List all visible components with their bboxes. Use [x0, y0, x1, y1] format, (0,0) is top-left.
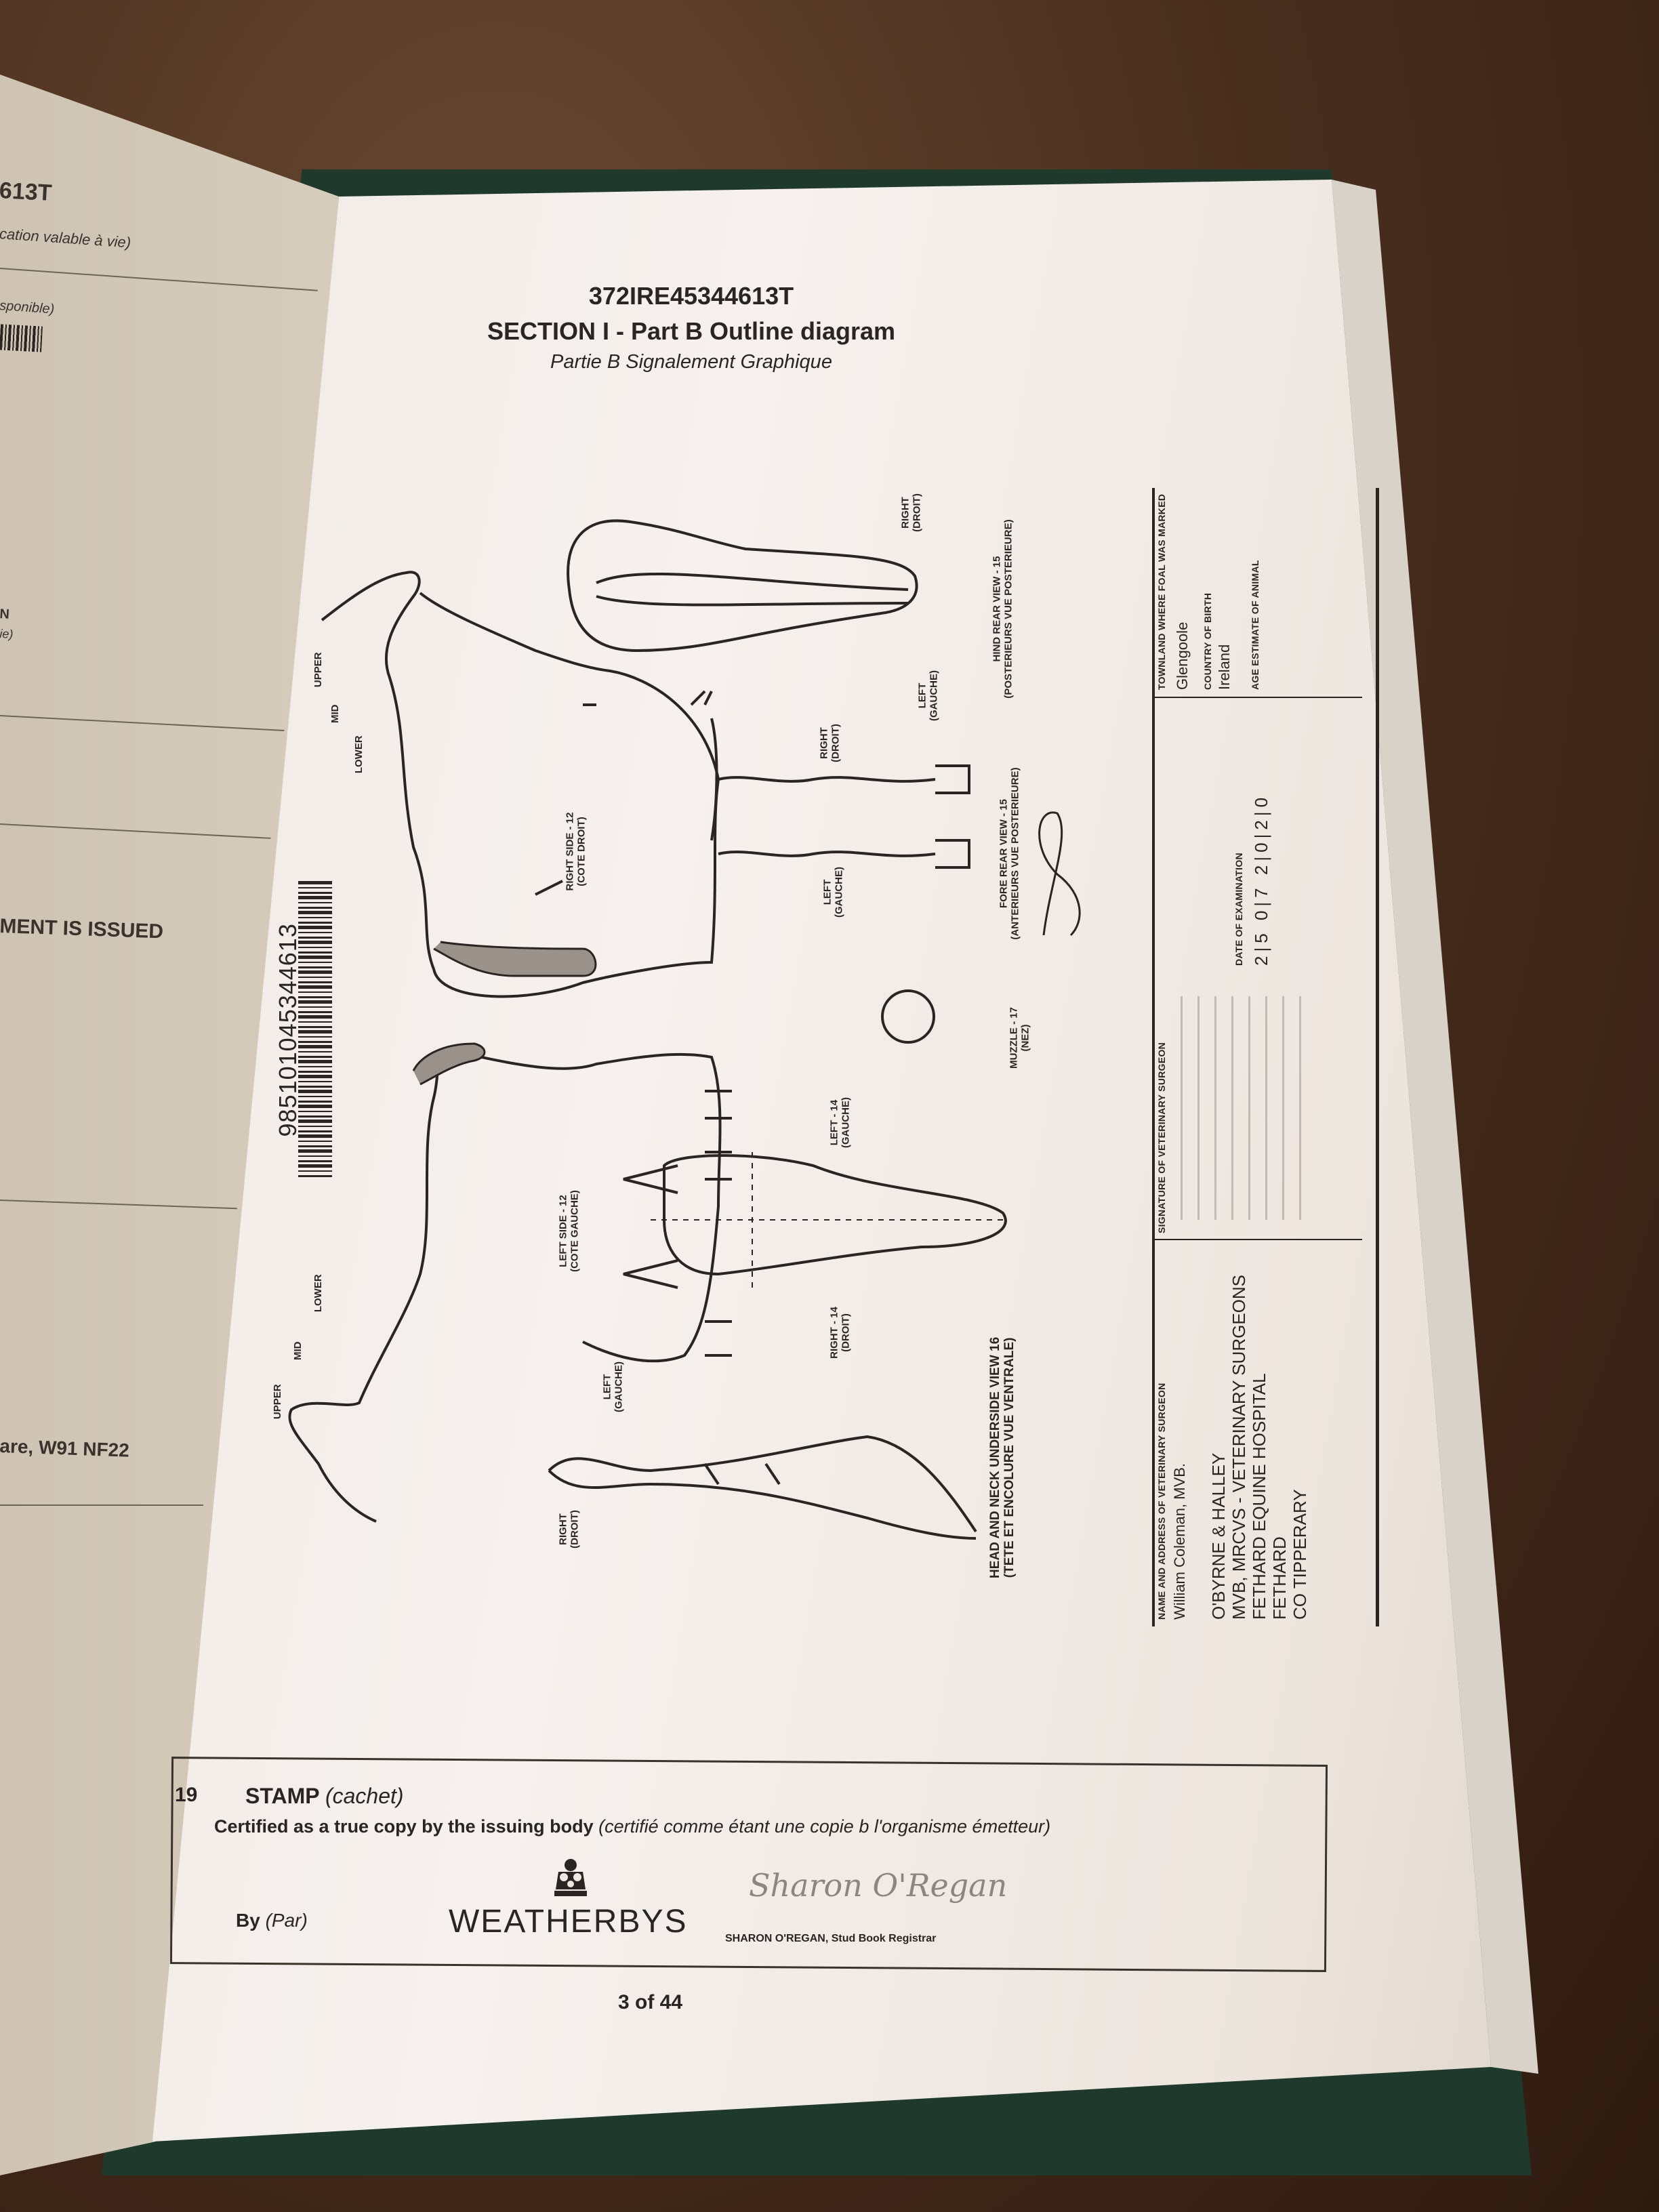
vet-signature-section: SIGNATURE OF VETERINARY SURGEON — [1152, 976, 1362, 1240]
label-lower: LOWER — [352, 735, 365, 774]
label-hind-right: RIGHT (DROIT) — [899, 493, 923, 532]
date-of-examination: DATE OF EXAMINATION 2|5 0|7 2|0|2|0 — [1233, 708, 1272, 966]
stamp-title-en: STAMP — [245, 1784, 320, 1808]
townland-section: TOWNLAND WHERE FOAL WAS MARKED Glengoole… — [1152, 487, 1362, 698]
label-fore-rear-view: FORE REAR VIEW - 15 (ANTERIEURS VUE POST… — [998, 767, 1021, 940]
vet-name-label: NAME AND ADDRESS OF VETERINARY SURGEON — [1156, 1382, 1167, 1620]
vet-name-section: NAME AND ADDRESS OF VETERINARY SURGEON W… — [1152, 1239, 1362, 1626]
address-line: FETHARD — [1269, 1536, 1290, 1620]
ueln-number: 372IRE45344613T — [588, 282, 794, 310]
label-left-side: LEFT SIDE - 12 (COTE GAUCHE) — [557, 1190, 581, 1272]
label-head-left: LEFT - 14 (GAUCHE) — [828, 1097, 852, 1148]
label-hind-left: LEFT (GAUCHE) — [916, 670, 940, 721]
address-line: FETHARD EQUINE HOSPITAL — [1248, 1373, 1269, 1620]
stamp-title: STAMP (cachet) — [245, 1784, 404, 1809]
page-subtitle: Partie B Signalement Graphique — [550, 351, 832, 373]
vet-signature-label: SIGNATURE OF VETERINARY SURGEON — [1156, 1042, 1167, 1233]
label-lower: LOWER — [312, 1274, 324, 1313]
certified-en: Certified as a true copy by the issuing … — [214, 1816, 594, 1837]
page-title: SECTION I - Part B Outline diagram — [487, 317, 896, 345]
muzzle-outline — [881, 989, 935, 1044]
date-digit: 0 — [1251, 906, 1271, 921]
label-right-side: RIGHT SIDE - 12 (COTE DROIT) — [564, 812, 588, 891]
vet-signature-stamp — [1181, 996, 1316, 1220]
label-mid: MID — [329, 704, 341, 724]
date-digit: 7 — [1251, 884, 1271, 898]
date-digit: 0 — [1251, 838, 1271, 853]
weatherbys-crest-icon — [549, 1857, 592, 1898]
label-mid: MID — [291, 1341, 304, 1361]
by-en: By — [236, 1910, 260, 1931]
label-upper: UPPER — [271, 1384, 283, 1420]
by-fr: (Par) — [265, 1910, 308, 1931]
vet-name: William Coleman, MVB. — [1171, 1462, 1188, 1620]
label-fore-left: LEFT (GAUCHE) — [821, 867, 845, 918]
date-digit: 2 — [1251, 861, 1271, 876]
label-hind-rear-view: HIND REAR VIEW - 15 (POSTERIEURS VUE POS… — [991, 519, 1015, 699]
certified-statement: Certified as a true copy by the issuing … — [214, 1816, 1050, 1837]
date-digit: 0 — [1251, 793, 1271, 808]
registrar-signature: Sharon O'Regan — [749, 1867, 1008, 1904]
stamp-number: 19 — [175, 1784, 198, 1806]
head-front-view-outline — [623, 1152, 1007, 1289]
date-digit: 2 — [1251, 816, 1271, 830]
fore-rear-view-outline — [718, 764, 970, 869]
veterinary-details-box: NAME AND ADDRESS OF VETERINARY SURGEON W… — [1152, 487, 1382, 1626]
weatherbys-logo-text: WEATHERBYS — [449, 1904, 688, 1940]
label-muzzle: MUZZLE - 17 (NEZ) — [1008, 1007, 1031, 1069]
page-number: 3 of 44 — [618, 1991, 683, 2013]
label-upper: UPPER — [312, 652, 324, 688]
certified-fr: (certifié comme étant une copie b l'orga… — [598, 1816, 1051, 1837]
label-head-right: RIGHT - 14 (DROIT) — [828, 1307, 852, 1359]
date-digit: 2 — [1251, 951, 1271, 966]
age-estimate-label: AGE ESTIMATE OF ANIMAL — [1250, 560, 1261, 690]
registrar-name: SHARON O'REGAN, Stud Book Registrar — [725, 1933, 937, 1944]
country-label: COUNTRY OF BIRTH — [1202, 592, 1213, 690]
townland-value: Glengoole — [1174, 621, 1191, 690]
date-digit: 5 — [1251, 929, 1271, 943]
label-neck-left: LEFT (GAUCHE) — [601, 1361, 625, 1412]
horse-right-side-outline — [321, 571, 720, 998]
hind-rear-view-outline — [567, 519, 918, 653]
head-neck-underside-outline — [548, 1435, 977, 1540]
date-label: DATE OF EXAMINATION — [1233, 853, 1244, 966]
divider — [1376, 488, 1379, 1626]
address-line: O'BYRNE & HALLEY — [1208, 1452, 1229, 1620]
date-digits: 2|5 0|7 2|0|2|0 — [1251, 793, 1271, 966]
vet-signature-scribble — [1038, 811, 1081, 937]
divider — [0, 1504, 203, 1506]
barcode — [298, 881, 332, 1179]
label-fore-right: RIGHT (DROIT) — [818, 724, 842, 762]
address-line: CO TIPPERARY — [1289, 1489, 1310, 1620]
townland-label: TOWNLAND WHERE FOAL WAS MARKED — [1156, 493, 1167, 690]
vet-address: O'BYRNE & HALLEY MVB, MRCVS - VETERINARY… — [1208, 1247, 1310, 1620]
label-neck-right: RIGHT (DROIT) — [557, 1510, 581, 1549]
label-head-neck-view: HEAD AND NECK UNDERSIDE VIEW 16 (TETE ET… — [988, 1336, 1017, 1578]
address-line: MVB, MRCVS - VETERINARY SURGEONS — [1228, 1274, 1249, 1620]
stamp-title-fr: (cachet) — [325, 1784, 404, 1808]
by-label: By (Par) — [236, 1910, 308, 1931]
horse-left-side-outline — [288, 1042, 732, 1523]
country-value: Ireland — [1216, 644, 1233, 690]
